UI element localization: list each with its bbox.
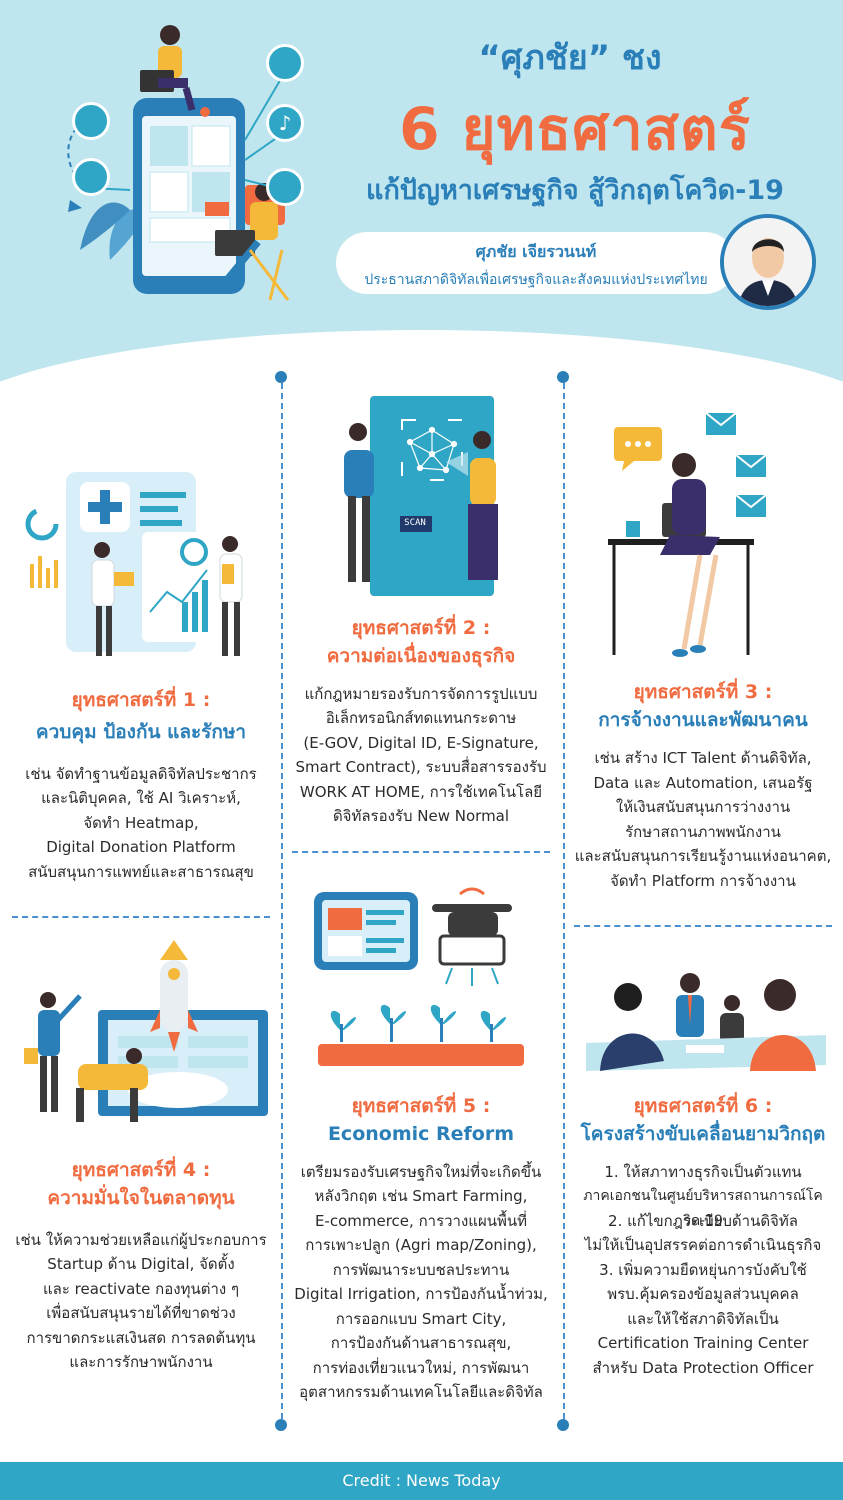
strategy-6-line: 1. ให้สภาทางธุรกิจเป็นตัวแทน bbox=[604, 1163, 802, 1181]
divider-dot-bottom-left bbox=[275, 1419, 287, 1431]
divider-dot-top-left bbox=[275, 371, 287, 383]
strategy-2-line: แก้กฎหมายรองรับการจัดการรูปแบบ bbox=[304, 685, 538, 703]
strategy-2-line: ดิจิทัลรองรับ New Normal bbox=[332, 807, 510, 825]
strategy-2-name: ความต่อเนื่องของธุรกิจ bbox=[326, 645, 516, 667]
strategy-3-name: การจ้างงานและพัฒนาคน bbox=[598, 709, 808, 731]
strategy-4-line: และการรักษาพนักงาน bbox=[69, 1353, 213, 1371]
strategy-5-illustration bbox=[314, 887, 524, 1066]
strategy-3-line: รักษาสถานภาพพนักงาน bbox=[625, 823, 781, 841]
title-line3: แก้ปัญหาเศรษฐกิจ สู้วิกฤตโควิด-19 bbox=[366, 175, 784, 206]
strategy-6-line: ภาคเอกชนในศูนย์บริหารสถานการณ์โควิด-19 bbox=[583, 1188, 823, 1229]
person-role: ประธานสภาดิจิทัลเพื่อเศรษฐกิจและสังคมแห่… bbox=[364, 272, 708, 288]
strategy-6-line: พรบ.คุ้มครองข้อมูลส่วนบุคคล bbox=[607, 1285, 799, 1303]
strategy-3-line: ให้เงินสนับสนุนการว่างงาน bbox=[615, 798, 791, 816]
divider-left bbox=[281, 383, 283, 1419]
strategy-1-line: สนับสนุนการแพทย์และสาธารณสุข bbox=[28, 863, 254, 881]
strategy-2-line: WORK AT HOME, การใช้เทคโนโลยี bbox=[299, 783, 543, 801]
strategy-4-name: ความมั่นใจในตลาดทุน bbox=[47, 1187, 235, 1209]
strategy-5-line: เตรียมรองรับเศรษฐกิจใหม่ที่จะเกิดขึ้น bbox=[300, 1163, 542, 1181]
strategy-1-line: Digital Donation Platform bbox=[46, 838, 236, 856]
person-name: ศุภชัย เจียรวนนท์ bbox=[475, 242, 597, 261]
strategy-3-line: Data และ Automation, เสนอรัฐ bbox=[593, 774, 813, 792]
title-line1: “ศุภชัย” ชง bbox=[478, 38, 662, 78]
strategy-6-line: และให้ใช้สภาดิจิทัลเป็น bbox=[627, 1310, 779, 1328]
strategy-3-line: และสนับสนุนการเรียนรู้งานแห่งอนาคต, bbox=[574, 847, 832, 865]
strategy-5-number: ยุทธศาสตร์ที่ 5 : bbox=[351, 1095, 491, 1117]
divider-right bbox=[563, 383, 565, 1419]
divider-h-right bbox=[574, 925, 832, 927]
divider-dot-bottom-right bbox=[557, 1419, 569, 1431]
strategy-1-name: ควบคุม ป้องกัน และรักษา bbox=[35, 721, 247, 743]
strategy-6-number: ยุทธศาสตร์ที่ 6 : bbox=[633, 1095, 773, 1117]
strategy-5-line: การออกแบบ Smart City, bbox=[335, 1310, 507, 1328]
strategy-2-illustration bbox=[344, 396, 498, 596]
title-line2: 6 ยุทธศาสตร์ bbox=[399, 95, 751, 163]
strategy-5-line: การเพาะปลูก (Agri map/Zoning), bbox=[305, 1236, 537, 1254]
strategy-5-line: การท่องเที่ยวแนวใหม่, การพัฒนา bbox=[312, 1359, 530, 1377]
tag-icon bbox=[72, 158, 110, 196]
strategy-1-illustration bbox=[25, 472, 243, 656]
strategy-6-line: ไม่ให้เป็นอุปสรรคต่อการดำเนินธุรกิจ bbox=[584, 1236, 822, 1254]
strategy-2-line: Smart Contract), ระบบสื่อสารรองรับ bbox=[295, 758, 547, 776]
person-info-box: ศุภชัย เจียรวนนท์ ประธานสภาดิจิทัลเพื่อเ… bbox=[336, 232, 736, 294]
strategy-1-line: และนิติบุคคล, ใช้ AI วิเคราะห์, bbox=[41, 789, 241, 807]
location-pin-icon bbox=[266, 168, 304, 206]
strategy-1-line: จัดทำ Heatmap, bbox=[83, 814, 199, 832]
strategy-5-line: การพัฒนาระบบชลประทาน bbox=[332, 1261, 510, 1279]
strategy-4-line: Startup ด้าน Digital, จัดตั้ง bbox=[47, 1255, 235, 1273]
divider-dot-top-right bbox=[557, 371, 569, 383]
strategy-6-line: Certification Training Center bbox=[597, 1334, 809, 1352]
strategy-4-illustration bbox=[24, 940, 268, 1122]
chat-icon bbox=[266, 44, 304, 82]
strategy-5-line: E-commerce, การวางแผนพื้นที่ bbox=[314, 1212, 528, 1230]
strategy-1-number: ยุทธศาสตร์ที่ 1 : bbox=[71, 689, 211, 711]
strategy-6-illustration bbox=[586, 973, 826, 1071]
strategy-3-illustration bbox=[608, 412, 767, 657]
strategy-4-number: ยุทธศาสตร์ที่ 4 : bbox=[71, 1159, 211, 1181]
strategy-5-line: การป้องกันด้านสาธารณสุข, bbox=[330, 1334, 512, 1352]
strategy-5-name: Economic Reform bbox=[327, 1123, 515, 1145]
strategy-6-name: โครงสร้างขับเคลื่อนยามวิกฤต bbox=[580, 1123, 826, 1145]
strategy-2-line: (E-GOV, Digital ID, E-Signature, bbox=[303, 734, 539, 752]
portrait-photo bbox=[720, 214, 816, 310]
strategy-1-line: เช่น จัดทำฐานข้อมูลดิจิทัลประชากร bbox=[25, 765, 257, 783]
strategy-6-line: 2. แก้ไขกฎระเบียบด้านดิจิทัล bbox=[608, 1212, 798, 1230]
shoe-icon bbox=[72, 102, 110, 140]
strategy-6-line: สำหรับ Data Protection Officer bbox=[592, 1359, 814, 1377]
strategy-3-number: ยุทธศาสตร์ที่ 3 : bbox=[633, 681, 773, 703]
strategy-4-line: เช่น ให้ความช่วยเหลือแก่ผู้ประกอบการ bbox=[15, 1231, 267, 1249]
strategy-3-line: จัดทำ Platform การจ้างงาน bbox=[610, 872, 796, 890]
strategy-5-line: หลังวิกฤต เช่น Smart Farming, bbox=[314, 1187, 528, 1205]
strategy-3-line: เช่น สร้าง ICT Talent ด้านดิจิทัล, bbox=[594, 749, 812, 767]
footer-credit: Credit : News Today bbox=[0, 1462, 843, 1500]
header-banner: ♪ “ศุภชัย” ชง 6 ยุทธศาสตร์ แก้ปัญหาเศรษฐ… bbox=[0, 0, 843, 400]
strategy-2-number: ยุทธศาสตร์ที่ 2 : bbox=[351, 617, 491, 639]
music-icon: ♪ bbox=[266, 104, 304, 142]
strategy-4-line: และ reactivate กองทุนต่าง ๆ bbox=[42, 1280, 240, 1298]
strategy-4-line: การขาดกระแสเงินสด การลดต้นทุน bbox=[26, 1329, 256, 1347]
divider-h-left bbox=[12, 916, 270, 918]
strategy-5-line: อุตสาหกรรมด้านเทคโนโลยีและดิจิทัล bbox=[299, 1383, 543, 1401]
scan-label: SCAN bbox=[404, 518, 426, 528]
strategy-6-line: 3. เพิ่มความยืดหยุ่นการบังคับใช้ bbox=[599, 1261, 807, 1279]
divider-h-middle bbox=[292, 851, 550, 853]
header-wave bbox=[0, 330, 843, 400]
strategy-2-line: อิเล็กทรอนิกส์ทดแทนกระดาษ bbox=[325, 709, 517, 727]
strategy-5-line: Digital Irrigation, การป้องกันน้ำท่วม, bbox=[294, 1285, 548, 1303]
strategy-4-line: เพื่อสนับสนุนรายได้ที่ขาดช่วง bbox=[46, 1304, 236, 1322]
